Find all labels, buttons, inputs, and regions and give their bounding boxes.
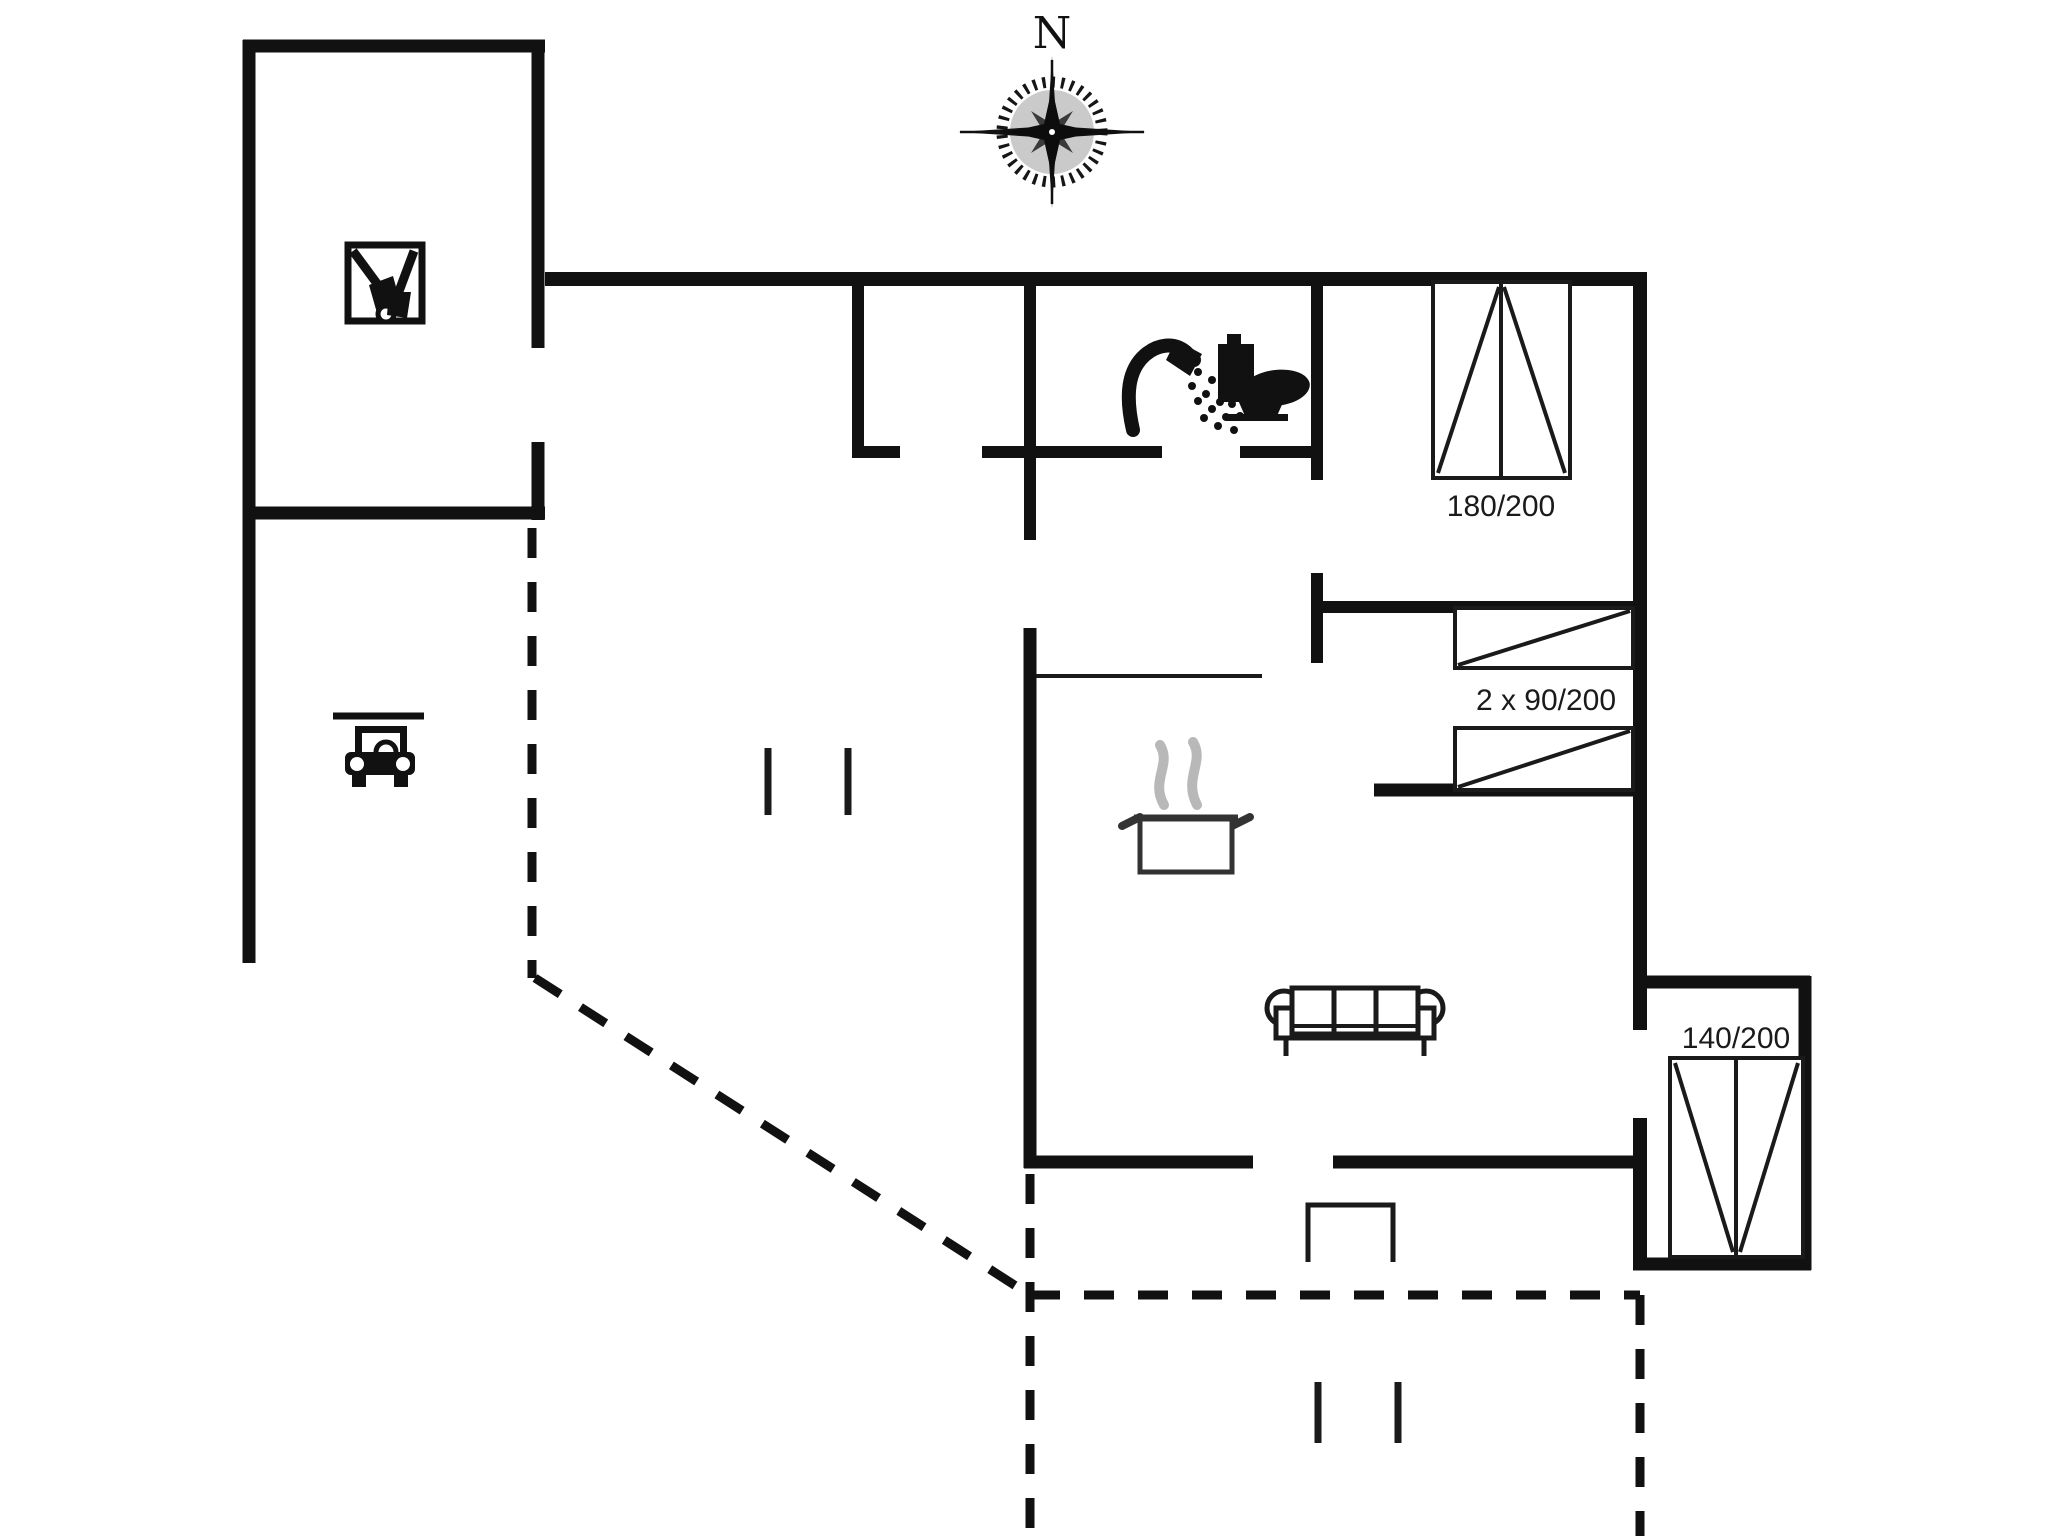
car-body xyxy=(345,752,415,775)
plot-diagonal-dashed xyxy=(532,974,1033,1299)
pot-handle-right xyxy=(1228,813,1254,830)
double-bed-label: 180/200 xyxy=(1447,490,1555,523)
compass-rose-icon: N xyxy=(958,8,1146,208)
small-double-bed-140: 140/200 xyxy=(1668,1022,1805,1259)
toilet-icon xyxy=(1218,334,1310,421)
sofa-icon xyxy=(1264,985,1446,1056)
twin-beds-label: 2 x 90/200 xyxy=(1476,684,1616,717)
double-bed-180: 180/200 xyxy=(1431,280,1572,523)
twin-bed-2-diagonal xyxy=(1457,729,1631,789)
stove-pot-icon xyxy=(1118,737,1254,875)
small-double-bed-diagonal-right xyxy=(1738,1062,1800,1253)
tool-handle-right xyxy=(393,249,419,296)
house-outer-walls xyxy=(545,272,1647,1264)
garden-tools-icon xyxy=(344,241,426,325)
shower-icon xyxy=(1121,338,1244,437)
shower-head xyxy=(1166,340,1202,376)
double-bed-diagonal-right xyxy=(1502,286,1567,474)
tool-blade-right xyxy=(387,292,411,318)
toilet-floor-line xyxy=(1226,414,1288,421)
steam-wisp-left xyxy=(1154,740,1169,810)
car-wheel-right xyxy=(394,775,408,787)
courtyard-passage-marks xyxy=(764,748,852,815)
compass-west-point xyxy=(958,127,1028,137)
terrace-step xyxy=(1305,1202,1396,1262)
small-double-bed-label: 140/200 xyxy=(1682,1022,1790,1055)
terrace-boundary xyxy=(1025,1174,1645,1536)
pot-body xyxy=(1137,815,1235,875)
twin-beds-90: 2 x 90/200 xyxy=(1453,606,1635,792)
carport-car-icon xyxy=(333,712,424,787)
toilet-bowl xyxy=(1242,369,1310,407)
car-wheel-left xyxy=(352,775,366,787)
carport xyxy=(242,520,1033,1299)
compass-center-dot xyxy=(1049,129,1055,135)
compass-north-label: N xyxy=(1033,8,1072,59)
car-headlight-right xyxy=(396,757,410,771)
toilet-flush-button xyxy=(1227,334,1241,344)
car-steering-wheel xyxy=(373,739,399,753)
toilet-base xyxy=(1238,400,1284,416)
steam-wisp-right xyxy=(1187,737,1202,810)
double-bed-diagonal-left xyxy=(1436,286,1501,474)
twin-bed-1-diagonal xyxy=(1457,609,1631,667)
small-double-bed-diagonal-left xyxy=(1673,1062,1735,1253)
shed-outbuilding xyxy=(242,39,545,520)
compass-east-point xyxy=(1076,127,1146,137)
car-headlight-left xyxy=(350,757,364,771)
